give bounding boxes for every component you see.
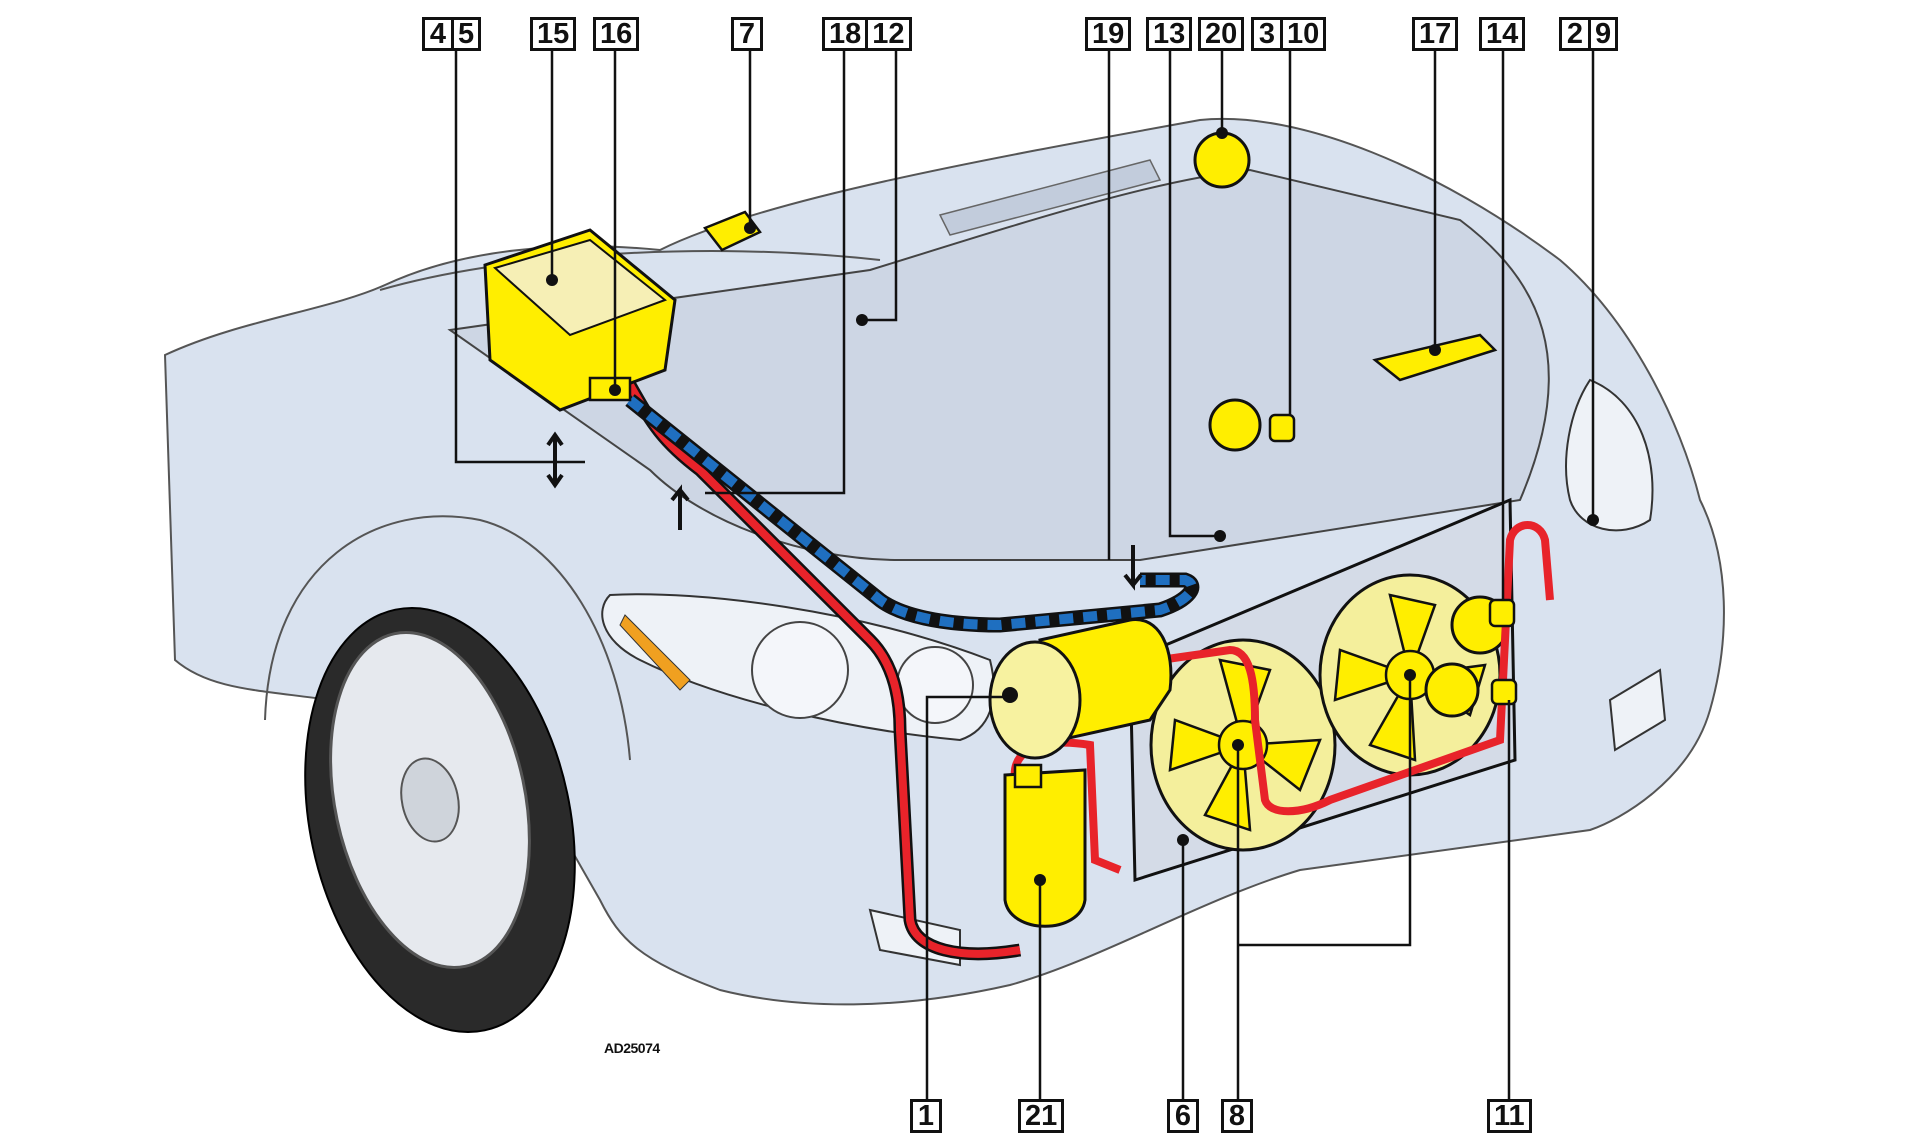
switch-3: [1208, 398, 1262, 452]
dot: [1232, 739, 1244, 751]
compressor: [988, 618, 1173, 760]
fuse-box: [1372, 333, 1498, 382]
indicator-left: [619, 614, 691, 691]
leader-12: [862, 51, 898, 322]
wheel-arch: [264, 515, 631, 761]
dot: [609, 384, 621, 396]
callout-number: 6: [1174, 1099, 1192, 1132]
drier-cap: [1013, 763, 1043, 789]
leader-13: [1168, 51, 1220, 538]
headlight-lens-2: [896, 646, 974, 724]
callout-number: 13: [1153, 17, 1186, 50]
fan-relay: [1424, 662, 1480, 718]
drier-body: [1003, 768, 1087, 928]
callout-number: 19: [1092, 17, 1125, 50]
callout-15: 15: [530, 17, 577, 51]
callout-number: 15: [537, 17, 570, 50]
callout-8: 8: [1221, 1099, 1253, 1133]
compressor-clutch: [1002, 687, 1018, 703]
callout-16: 16: [593, 17, 640, 51]
callout-20: 20: [1198, 17, 1245, 51]
callout-1: 1: [910, 1099, 942, 1133]
dot: [1587, 514, 1599, 526]
callout-number: 17: [1419, 17, 1452, 50]
leader-1: [925, 695, 1010, 1100]
dot: [744, 222, 756, 234]
pressure-switch-11: [1490, 678, 1518, 706]
callout-6: 6: [1167, 1099, 1199, 1133]
callout-number: 8: [1228, 1099, 1246, 1132]
callout-number: 9: [1588, 18, 1615, 50]
up-arrow: [670, 484, 690, 530]
receiver-drier: [1003, 763, 1087, 928]
callout-14: 14: [1479, 17, 1526, 51]
pressure-switch-14: [1488, 598, 1516, 628]
callout-number: 18: [829, 17, 862, 50]
callout-number: 16: [600, 17, 633, 50]
dot: [546, 274, 558, 286]
dot: [1404, 669, 1416, 681]
dot: [1177, 834, 1189, 846]
leader-dots: [546, 127, 1599, 886]
leader-4-5: [454, 51, 585, 464]
callout-number: 2: [1566, 17, 1584, 50]
service-valve-10: [1268, 413, 1296, 443]
leader-fan-right: [1238, 675, 1412, 947]
callout-number: 12: [865, 18, 908, 50]
callout-17: 17: [1412, 17, 1459, 51]
callout-13: 13: [1146, 17, 1193, 51]
headlight-lens-1: [751, 621, 849, 719]
evaporator-top: [492, 238, 668, 337]
callout-number: 21: [1025, 1099, 1058, 1132]
callout-number: 10: [1280, 18, 1323, 50]
evaporator-housing: [483, 228, 677, 412]
callout-21: 21: [1018, 1099, 1065, 1133]
control-module: [702, 210, 762, 252]
cowl-grille: [938, 159, 1162, 236]
callout-number: 3: [1258, 17, 1276, 50]
headlight-right: [1565, 378, 1654, 532]
switch-20: [1193, 131, 1251, 189]
reference-code: AD25074: [604, 1040, 660, 1056]
leader-18: [705, 51, 846, 495]
wheel-hub: [400, 757, 460, 843]
dot: [1429, 344, 1441, 356]
fog-light-right: [1608, 668, 1667, 752]
callout-number: 1: [917, 1099, 935, 1132]
down-arrow: [1123, 545, 1143, 591]
dot: [1034, 874, 1046, 886]
dot: [1216, 127, 1228, 139]
callout-number: 20: [1205, 17, 1238, 50]
callout-19: 19: [1085, 17, 1132, 51]
callout-number: 4: [429, 17, 447, 50]
callout-number: 5: [451, 18, 478, 50]
callout-11: 11: [1487, 1099, 1532, 1133]
callout-number: 11: [1494, 1099, 1525, 1132]
callout-number: 7: [738, 17, 756, 50]
leader-lines: [454, 51, 1595, 1100]
dot: [856, 314, 868, 326]
compressor-pulley: [988, 640, 1082, 760]
callout-number: 14: [1486, 17, 1519, 50]
dot: [1214, 530, 1226, 542]
low-pressure-line-fill: [626, 396, 1197, 631]
callout-7: 7: [731, 17, 763, 51]
double-arrow: [546, 431, 564, 489]
